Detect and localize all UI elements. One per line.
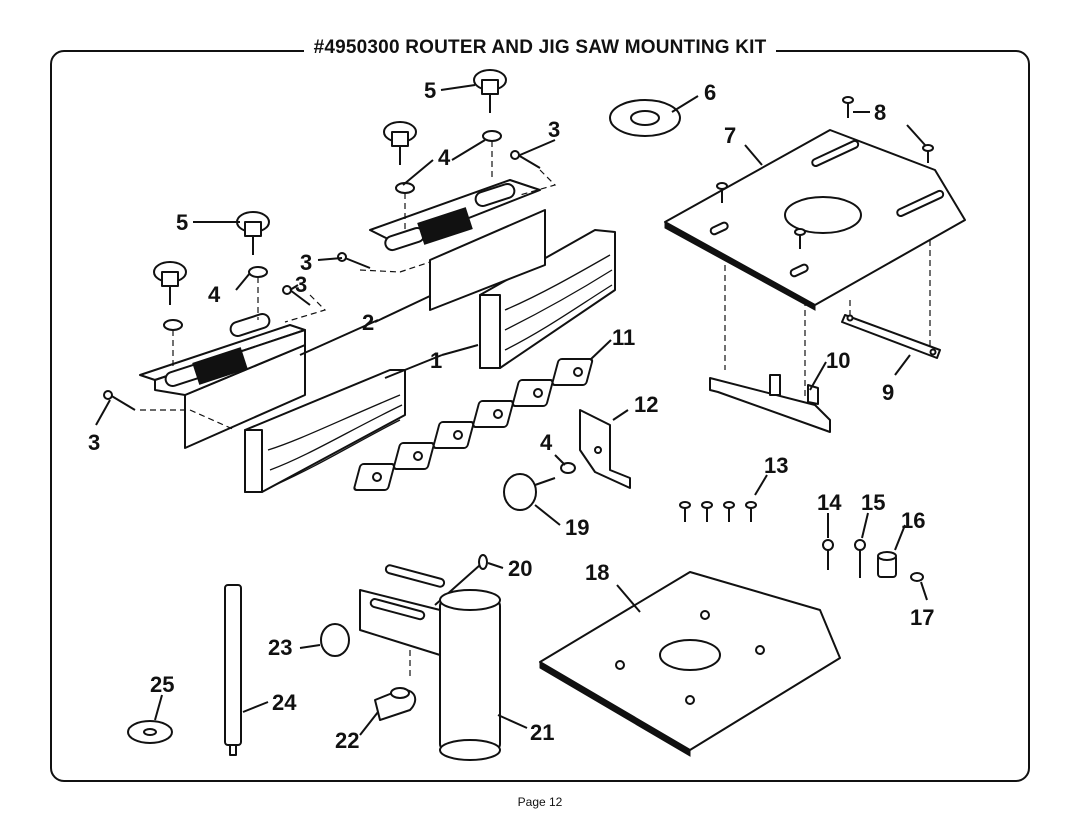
part-13-screws <box>679 501 757 522</box>
part-5-knob <box>383 121 417 165</box>
part-24-rod <box>224 584 242 756</box>
callout-1: 1 <box>430 348 442 373</box>
part-1-wood-block-back <box>479 229 616 369</box>
callout-11: 11 <box>612 325 635 350</box>
callout-14: 14 <box>817 490 842 515</box>
callout-8: 8 <box>874 100 886 125</box>
callout-20: 20 <box>508 556 532 581</box>
callout-10: 10 <box>826 348 850 373</box>
part-17-washer <box>910 572 924 582</box>
part-15-screw <box>854 539 866 578</box>
callout-22: 22 <box>335 728 359 753</box>
callout-21: 21 <box>530 720 554 745</box>
callout-4: 4 <box>438 145 451 170</box>
callout-3: 3 <box>295 272 307 297</box>
callout-3: 3 <box>300 250 312 275</box>
part-9-strap <box>841 314 941 359</box>
callout-23: 23 <box>268 635 292 660</box>
part-14-screw <box>822 539 834 570</box>
part-5-knob <box>473 69 507 113</box>
part-2-bracket-back <box>369 179 546 311</box>
callout-25: 25 <box>150 672 174 697</box>
callout-9: 9 <box>882 380 894 405</box>
callout-7: 7 <box>724 123 736 148</box>
part-12-bracket <box>579 409 631 489</box>
dashed-guide-lines <box>140 141 931 680</box>
callout-18: 18 <box>585 560 609 585</box>
diagram-title: #4950300 ROUTER AND JIG SAW MOUNTING KIT <box>0 37 1080 59</box>
callout-13: 13 <box>764 453 788 478</box>
part-22-clamp <box>374 687 417 721</box>
part-5-knob <box>153 261 187 305</box>
callout-17: 17 <box>910 605 934 630</box>
callout-12: 12 <box>634 392 658 417</box>
part-25-washer <box>127 720 173 744</box>
slotted-bracket <box>359 564 446 656</box>
callout-16: 16 <box>901 508 925 533</box>
callout-3: 3 <box>548 117 560 142</box>
callout-24: 24 <box>272 690 297 715</box>
callout-6: 6 <box>704 80 716 105</box>
part-23-knob <box>320 623 350 657</box>
page-number: Page 12 <box>517 795 563 809</box>
callout-numbers: 3 3 3 3 4 4 4 5 5 2 1 6 7 8 9 10 11 12 1… <box>88 78 934 753</box>
part-21-tube <box>439 589 501 761</box>
part-5-knob <box>236 211 270 255</box>
part-7-router-plate <box>664 129 966 311</box>
callout-3: 3 <box>88 430 100 455</box>
callout-5: 5 <box>176 210 188 235</box>
callout-19: 19 <box>565 515 589 540</box>
part-19-knob <box>503 473 556 511</box>
part-16-spacer <box>877 551 897 578</box>
leader-lines <box>95 84 928 736</box>
part-10-clamp-bracket <box>709 374 831 433</box>
callout-4: 4 <box>540 430 553 455</box>
part-6-insert-ring <box>609 99 681 137</box>
callout-5: 5 <box>424 78 436 103</box>
part-2-bracket-front <box>139 312 306 449</box>
part-1-wood-block-front <box>244 369 406 493</box>
callout-2: 2 <box>362 310 374 335</box>
part-11-foot-pads <box>353 358 594 491</box>
part-8-screw <box>716 96 934 249</box>
part-18-base-plate <box>539 571 841 757</box>
part-3-screw <box>103 150 541 411</box>
callout-15: 15 <box>861 490 885 515</box>
part-4-washer <box>163 130 502 331</box>
callout-4: 4 <box>208 282 221 307</box>
